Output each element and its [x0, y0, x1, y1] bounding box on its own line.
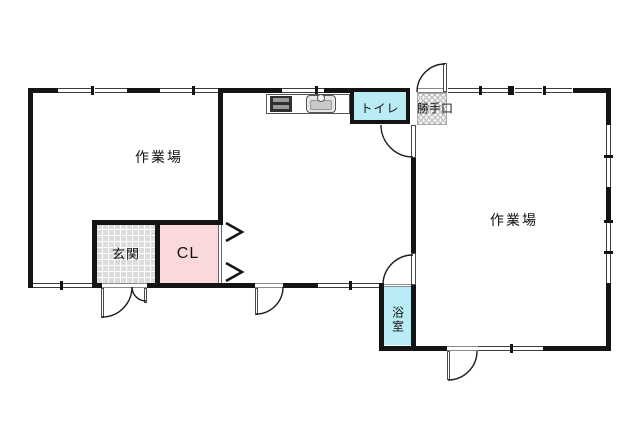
window: [352, 283, 379, 288]
room-label-toilet: トイレ: [360, 101, 400, 116]
wall-segment: [155, 220, 160, 283]
window-tick: [604, 251, 613, 254]
door-arc: [447, 350, 478, 381]
wall-segment: [606, 283, 611, 351]
wall-segment: [411, 158, 416, 253]
window: [478, 346, 510, 351]
window-tick: [543, 86, 546, 95]
window: [513, 346, 543, 351]
wall-segment: [324, 88, 352, 93]
door-arc: [380, 124, 414, 158]
window: [515, 88, 542, 93]
door-leaf: [255, 288, 258, 315]
back-door-dirt-floor: [417, 93, 447, 125]
window: [58, 88, 92, 93]
window-tick: [604, 155, 613, 158]
wall-segment: [28, 88, 58, 93]
wall-segment: [147, 283, 255, 288]
workspace-door-opening: [447, 346, 478, 351]
wall-segment: [606, 187, 611, 221]
room-label-closet: CL: [176, 245, 200, 262]
entrance-door-leaf-small: [144, 288, 147, 303]
wall-segment: [543, 346, 611, 351]
window-tick: [604, 220, 613, 223]
door-arc: [255, 286, 284, 315]
room-label-bathroom: 浴室: [390, 306, 405, 334]
window: [546, 88, 572, 93]
closet-floor: [160, 225, 218, 283]
room-label-workspace-right: 作業場: [490, 212, 538, 228]
window-tick: [91, 86, 94, 95]
wall-segment: [606, 88, 611, 125]
window: [482, 88, 508, 93]
window-tick: [60, 281, 63, 290]
window-tick: [192, 86, 195, 95]
wall-segment: [127, 88, 160, 93]
gas-stove-icon: [270, 96, 292, 112]
window: [606, 223, 611, 251]
window-tick: [349, 281, 352, 290]
back-door-leaf: [443, 63, 447, 92]
middle-room-door-opening: [255, 283, 283, 288]
entrance-door-leaf: [101, 288, 104, 318]
window-tick: [479, 86, 482, 95]
entrance-door-opening: [102, 283, 147, 288]
wall-segment: [28, 88, 33, 288]
sink-faucet: [317, 94, 325, 102]
toilet-door-leaf: [411, 125, 416, 158]
room-label-back-door: 勝手口: [416, 101, 454, 116]
bathroom-door-opening: [384, 284, 411, 287]
window: [606, 158, 611, 187]
room-label-entrance: 玄関: [111, 246, 141, 262]
bathroom-door-leaf: [411, 253, 416, 285]
door-leaf: [447, 351, 450, 380]
window-tick: [315, 86, 318, 95]
folding-door-chevron: [225, 221, 245, 243]
window: [282, 88, 324, 93]
room-label-workspace-left: 作業場: [135, 149, 183, 165]
wall-segment: [411, 285, 416, 351]
wall-segment: [223, 88, 282, 93]
closet-folding-door-line: [218, 225, 222, 283]
window: [448, 88, 479, 93]
wall-segment: [218, 88, 223, 225]
door-arc: [382, 254, 414, 286]
bathroom-floor: [384, 287, 411, 345]
wall-segment: [379, 283, 384, 351]
window: [63, 283, 92, 288]
window: [195, 88, 218, 93]
window: [318, 283, 349, 288]
window: [33, 283, 60, 288]
wall-segment: [92, 283, 102, 288]
window: [606, 125, 611, 156]
toilet-room: [350, 88, 410, 124]
window-tick: [508, 86, 514, 95]
folding-door-chevron: [225, 261, 245, 283]
door-arc: [101, 286, 133, 318]
wall-segment: [283, 283, 318, 288]
window: [160, 88, 192, 93]
window: [606, 253, 611, 283]
wall-segment: [573, 88, 611, 93]
entrance-tile-floor: [97, 225, 155, 283]
wall-segment: [92, 220, 97, 288]
window: [95, 88, 127, 93]
window-tick: [510, 344, 513, 353]
